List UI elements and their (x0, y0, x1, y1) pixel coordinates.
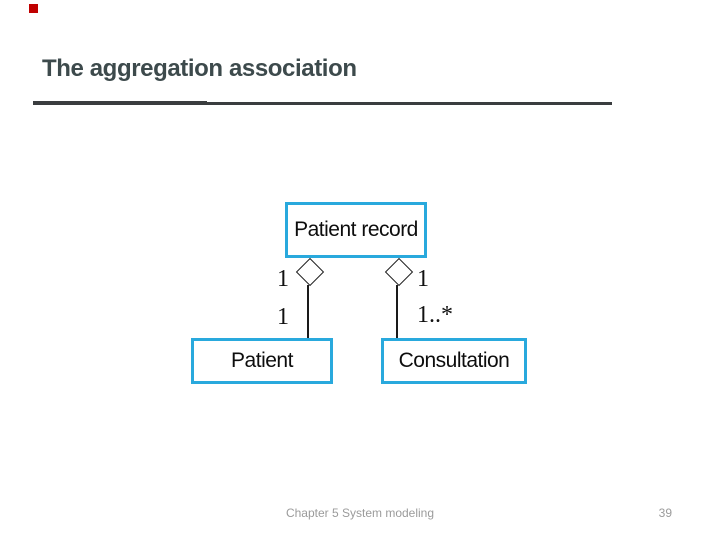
multiplicity-child-right: 1..* (417, 302, 453, 328)
uml-class-box-patient-record: Patient record (285, 202, 427, 258)
association-line-left (307, 285, 309, 338)
page-number: 39 (658, 506, 672, 520)
title-underline-thick (33, 101, 207, 105)
slide-title: The aggregation association (42, 55, 357, 82)
uml-class-label-patient-record: Patient record (294, 218, 418, 241)
accent-square (29, 4, 38, 13)
multiplicity-parent-right: 1 (417, 266, 429, 292)
uml-class-box-consultation: Consultation (381, 338, 527, 384)
uml-class-box-patient: Patient (191, 338, 333, 384)
footer-text: Chapter 5 System modeling (285, 506, 435, 520)
multiplicity-parent-left: 1 (277, 266, 289, 292)
title-underline-thin (207, 102, 612, 105)
multiplicity-child-left: 1 (277, 304, 289, 330)
association-line-right (396, 285, 398, 338)
uml-class-label-patient: Patient (231, 349, 293, 372)
aggregation-diamond-left (295, 257, 325, 287)
aggregation-diamond-right (384, 257, 414, 287)
uml-class-label-consultation: Consultation (398, 349, 510, 372)
